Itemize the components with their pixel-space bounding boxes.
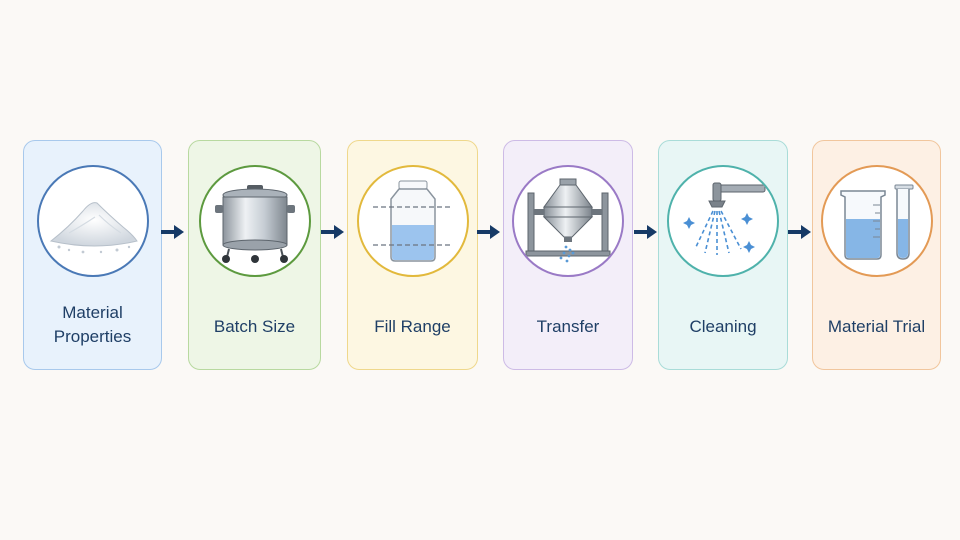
icon-circle [356, 165, 469, 277]
spray-nozzle-icon [683, 182, 766, 255]
step-card-material-trial: Material Trial [812, 140, 941, 370]
icon-circle [36, 165, 149, 277]
step-label: Batch Size [213, 317, 296, 336]
step-label: Cleaning [689, 317, 757, 336]
stainless-tank-icon [214, 185, 295, 263]
double-cone-blender-icon [525, 178, 611, 263]
icon-circle [820, 165, 933, 277]
flow-arrow-icon [788, 225, 811, 239]
flow-arrow-icon [477, 225, 500, 239]
step-card-cleaning: Cleaning [658, 140, 788, 370]
step-card-fill-range: Fill Range [347, 140, 478, 370]
step-label: Fill Range [374, 317, 451, 336]
step-label: Material Trial [827, 317, 926, 336]
icon-circle [198, 165, 311, 277]
flow-arrow-icon [321, 225, 344, 239]
step-label: Transfer [536, 317, 600, 336]
powder-pile-icon [49, 202, 138, 254]
step-card-batch-size: Batch Size [188, 140, 321, 370]
step-card-transfer: Transfer [503, 140, 633, 370]
beaker-test-tube-icon [839, 184, 913, 260]
fill-jar-icon [372, 180, 453, 262]
flow-arrow-icon [634, 225, 657, 239]
flow-arrow-icon [161, 225, 184, 239]
icon-circle [667, 165, 779, 277]
icon-circle [512, 165, 624, 277]
